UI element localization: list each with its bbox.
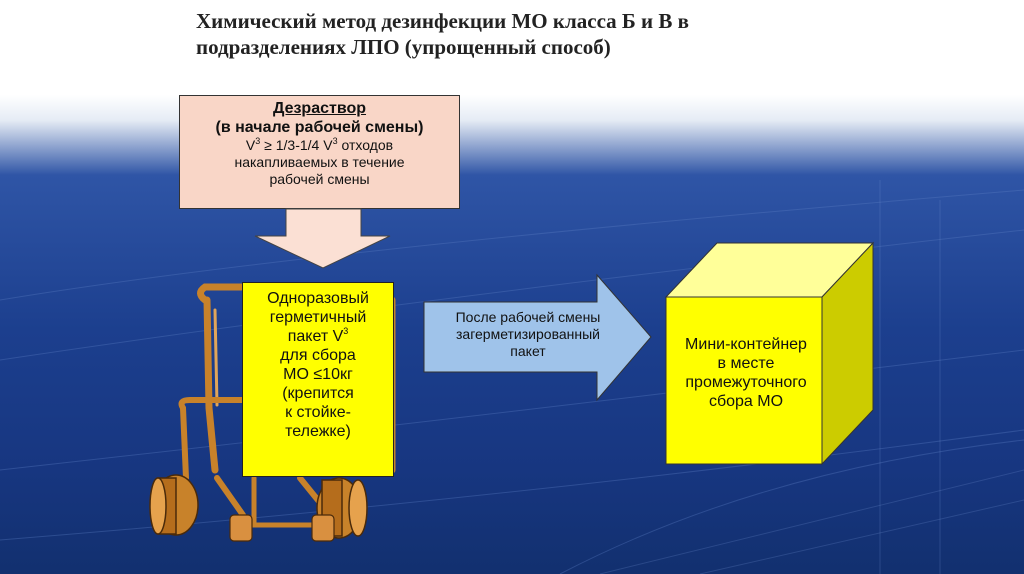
disinfectant-subheading: (в начале рабочей смены) [215, 119, 424, 136]
disinfectant-box: Дезраствор (в начале рабочей смены) V3 ≥… [179, 95, 460, 209]
bag-line5: МО ≤10кг [283, 366, 353, 383]
bag-line3: пакет V3 [287, 326, 349, 346]
cube-line4: сбора МО [708, 393, 784, 410]
disinfectant-volume-line: V3 ≥ 1/3-1/4 V3 отходов [245, 136, 394, 154]
bag-line6: (крепится [282, 385, 354, 402]
cube-line2: в месте [717, 355, 775, 372]
cube-line3: промежуточного [685, 374, 807, 391]
disinfectant-line3: рабочей смены [269, 171, 370, 187]
page-title: Химический метод дезинфекции МО класса Б… [196, 9, 689, 59]
disinfectant-line2: накапливаемых в течение [234, 154, 405, 170]
arrow-label-line3: пакет [510, 343, 546, 359]
bag-line4: для сбора [280, 347, 356, 364]
arrow-label: После рабочей смены загерметизированный … [428, 309, 628, 360]
disinfectant-heading: Дезраствор [272, 100, 367, 117]
single-use-bag-box: Одноразовый герметичный пакет V3 для сбо… [242, 282, 394, 477]
bag-line2: герметичный [269, 309, 367, 326]
arrow-label-line2: загерметизированный [456, 326, 600, 342]
cube-line1: Мини-контейнер [685, 336, 807, 353]
bag-line1: Одноразовый [267, 290, 369, 307]
bag-line7: к стойке- [285, 404, 351, 421]
mini-container-label: Мини-контейнер в месте промежуточного сб… [666, 335, 826, 411]
bag-line8: тележке) [285, 423, 351, 440]
arrow-label-line1: После рабочей смены [455, 309, 601, 325]
